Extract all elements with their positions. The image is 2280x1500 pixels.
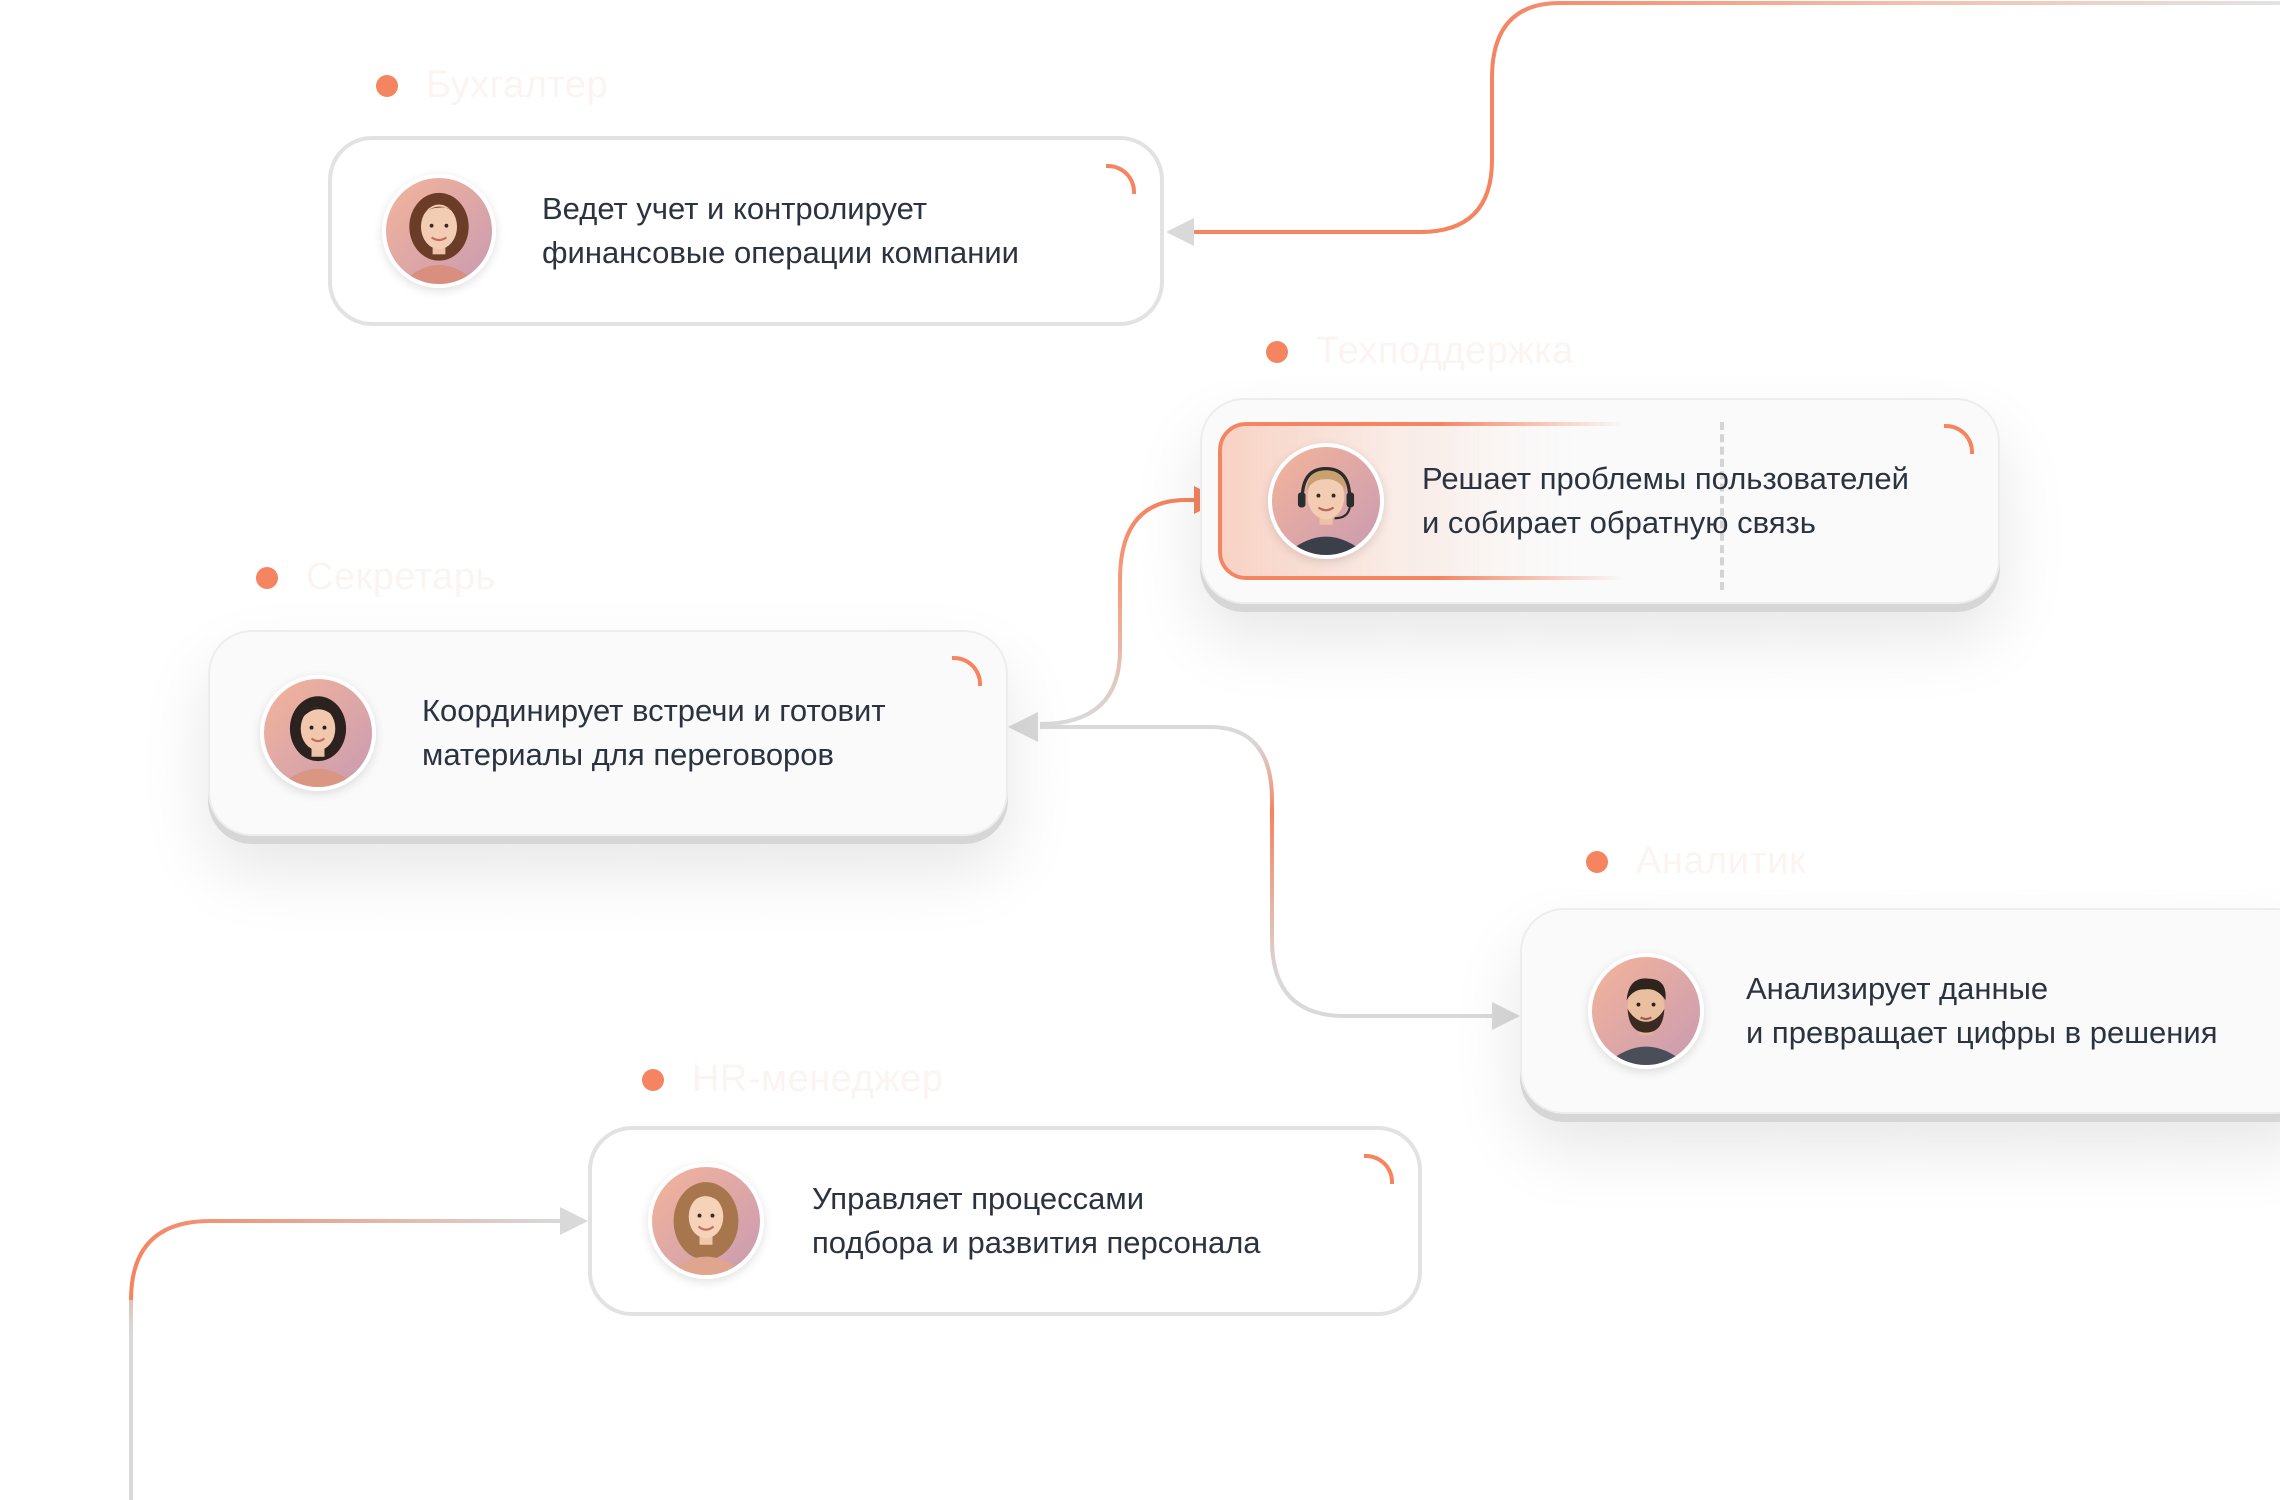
bullet-dot [1266,340,1288,363]
role-description: Управляет процессами подбора и развития … [812,1181,1261,1260]
arrow-to-hr [560,1207,588,1235]
role-label-support: Техподдержка [1266,330,1574,373]
role-label-accountant: Бухгалтер [376,64,608,107]
role-label-hr: HR-менеджер [642,1058,943,1101]
bearded-male-avatar-icon [1588,953,1704,1069]
role-title: HR-менеджер [692,1058,944,1100]
corner-accent [1364,1154,1394,1184]
bullet-dot [256,566,278,589]
role-description: Анализирует данные и превращает цифры в … [1746,971,2218,1050]
corner-accent [1106,164,1136,194]
role-title: Бухгалтер [426,64,609,106]
corner-accent [952,656,982,686]
female-avatar-icon [382,174,496,288]
role-title: Секретарь [306,556,496,598]
corner-accent [1944,424,1974,454]
bullet-dot [376,74,398,97]
bullet-dot [1586,850,1608,873]
role-card-secretary[interactable]: Координирует встречи и готовит материалы… [208,630,1008,836]
arrow-to-accountant [1166,218,1194,246]
bullet-dot [642,1068,664,1091]
male-headset-avatar-icon [1268,443,1384,559]
arrow-to-secretary [1008,712,1038,742]
female-avatar-icon [260,675,376,791]
role-card-analyst[interactable]: Анализирует данные и превращает цифры в … [1520,908,2280,1114]
connector-top [1192,1,2280,234]
connector-to-analyst [1040,725,1494,1018]
connector-to-support [1039,498,1196,726]
role-title: Аналитик [1636,840,1807,882]
female-avatar-icon [648,1163,764,1279]
role-card-hr[interactable]: Управляет процессами подбора и развития … [588,1126,1422,1316]
arrow-to-analyst [1492,1002,1520,1030]
role-description: Ведет учет и контролирует финансовые опе… [542,191,1019,270]
role-label-analyst: Аналитик [1586,840,1806,883]
role-card-support[interactable]: Решает проблемы пользователей и собирает… [1200,398,2000,604]
role-description: Координирует встречи и готовит материалы… [422,693,886,772]
role-title: Техподдержка [1316,330,1574,372]
cursor-guide-line [1720,422,1724,590]
role-label-secretary: Секретарь [256,556,496,599]
role-description: Решает проблемы пользователей и собирает… [1422,461,1909,540]
role-card-accountant[interactable]: Ведет учет и контролирует финансовые опе… [328,136,1164,326]
connector-left [129,1219,562,1500]
